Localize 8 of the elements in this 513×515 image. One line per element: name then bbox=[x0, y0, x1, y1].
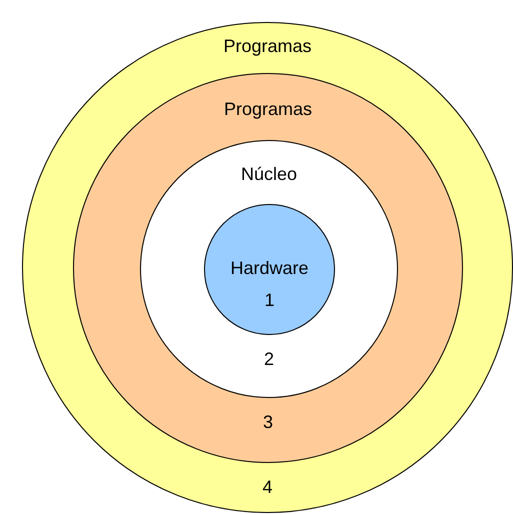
layer-title: Núcleo bbox=[240, 165, 298, 185]
layer-number: 1 bbox=[264, 291, 274, 311]
layer-number: 2 bbox=[264, 350, 274, 370]
layer-number: 3 bbox=[263, 413, 273, 433]
layer-number: 4 bbox=[262, 478, 272, 498]
layer-title: Programas bbox=[223, 37, 312, 57]
layer-title: Programas bbox=[224, 100, 312, 120]
layer-title: Hardware bbox=[230, 259, 309, 279]
